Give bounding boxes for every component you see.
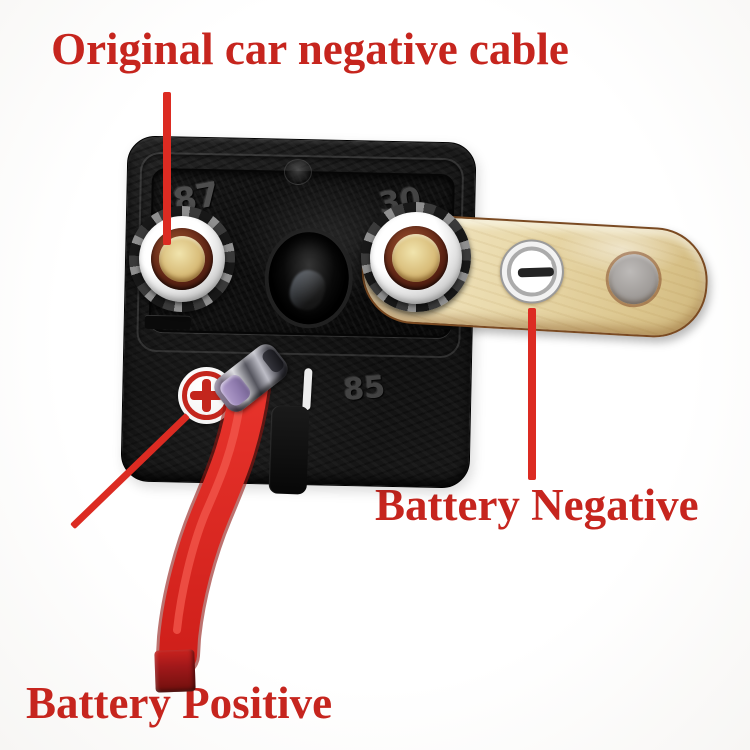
terminal-30-brass-stud [392,234,440,282]
leader-line-battery-negative [528,308,536,480]
cable-end-cap [154,649,196,693]
leader-line-negative-cable [163,92,171,245]
label-battery-negative: Battery Negative [375,480,699,530]
label-original-car-negative-cable: Original car negative cable [51,24,569,74]
plus-bar-vertical [202,379,211,412]
